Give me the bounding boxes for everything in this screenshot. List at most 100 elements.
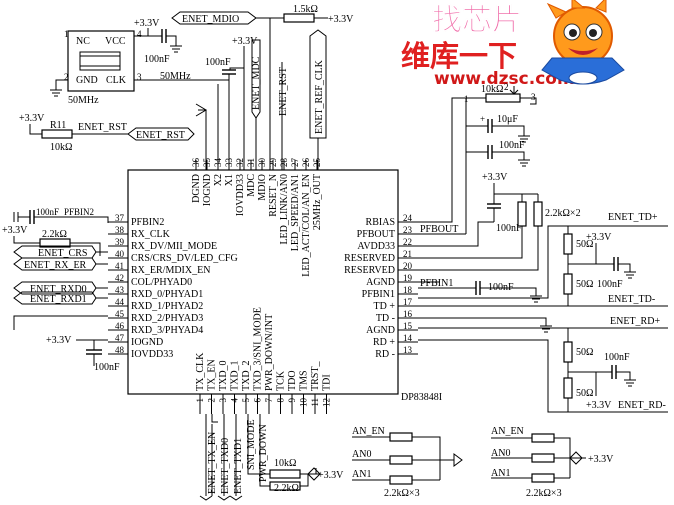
r11-net: ENET_RST: [78, 122, 127, 133]
left-pin-label: RX_ER/MDIX_EN: [131, 265, 210, 276]
strap-network-right: AN_EN AN0 AN1 +3.3V 2.2kΩ×3: [491, 426, 614, 499]
bottom-pin-number: 7: [264, 398, 274, 403]
cap-100nf-pot: 100nF: [499, 140, 525, 151]
right-pin-label: TD -: [376, 313, 395, 324]
left-pin-label: COL/PHYAD0: [131, 277, 192, 288]
net-enet-td-minus: ENET_TD-: [608, 294, 655, 305]
strap-rail: +3.3V: [588, 454, 614, 465]
bottom-pin-number: 4: [230, 398, 240, 403]
rd-rail: +3.3V: [586, 400, 612, 411]
watermark-url: www.dzsc.com: [434, 69, 575, 89]
right-pin-number: 20: [403, 261, 413, 271]
r-pd1: 10kΩ: [274, 458, 296, 469]
watermark-brand: 找芯片: [432, 3, 522, 38]
left-pin-label: RXD_1/PHYAD2: [131, 301, 203, 312]
left-pin-label: RXD_2/PHYAD3: [131, 313, 203, 324]
iovdd33-cap: 100nF: [94, 362, 120, 373]
pot-pin2: 2: [504, 82, 509, 92]
top-pins: 36DGND35IOGND34X233X132IOVDD3331MDC30MDI…: [191, 158, 323, 277]
top-pin-number: 28: [279, 158, 289, 168]
strap-r-right: 2.2kΩ×3: [526, 488, 562, 499]
strap-network-left: AN_EN AN0 AN1 2.2kΩ×3: [352, 426, 463, 499]
bottom-pin-label: TXD_0: [218, 360, 229, 391]
top-pin-label: RESET_N: [268, 174, 279, 217]
right-pin-number: 15: [403, 321, 413, 331]
pot-pin3: 3: [531, 92, 536, 102]
top-pin-number: 27: [290, 158, 300, 168]
top-pin-number: 31: [246, 158, 256, 167]
bottom-pin-label: TXD_3/SNI_MODE: [253, 307, 264, 391]
bottom-pin-number: 12: [322, 398, 332, 407]
bottom-pin-label: TX_EN: [207, 359, 218, 391]
top-pin-label: IOVDD33: [235, 174, 246, 216]
top-nets: ENET_MDIO 1.5kΩ +3.3V +3.3V 100nF ENET_M…: [171, 4, 354, 170]
right-pin-number: 18: [403, 285, 413, 295]
net-enet-rx-er: ENET_RX_ER: [24, 260, 87, 271]
net-pfbin2: PFBIN2: [64, 207, 94, 217]
left-pin-label: CRS/CRS_DV/LED_CFG: [131, 253, 238, 264]
top-pin-number: 26: [301, 158, 311, 168]
bottom-pin-label: TX_CLK: [195, 352, 206, 391]
top-pin-label: LED_LINK/AN0: [279, 174, 290, 245]
net-enet-rxd0: ENET_RXD0: [30, 284, 87, 295]
net-enet-rst: ENET_RST: [136, 130, 185, 141]
right-pin-number: 21: [403, 249, 412, 259]
net-enet-mdc: ENET_MDC: [251, 56, 262, 110]
bottom-pin-number: 3: [218, 398, 228, 403]
top-pin-number: 33: [224, 158, 234, 168]
bottom-pin-number: 6: [253, 398, 263, 403]
bottom-pin-label: TMS: [299, 370, 310, 391]
net-enet-rd-plus: ENET_RD+: [610, 316, 660, 327]
top-pin-label: X2: [213, 174, 224, 186]
osc-clk: CLK: [106, 75, 127, 86]
net-enet-ref-clk-label: ENET_REF_CLK: [309, 29, 327, 170]
left-pin-label: RX_DV/MII_MODE: [131, 241, 217, 252]
right-pin-label: PFBOUT: [357, 229, 395, 240]
net-enet-rxd1: ENET_RXD1: [30, 294, 87, 305]
mascot-icon: [541, 0, 625, 85]
bottom-pin-number: 11: [310, 398, 320, 407]
top-pin-label: LED_SPEED/AN1: [290, 174, 301, 251]
bottom-pin-number: 5: [241, 398, 251, 403]
right-pin-number: 23: [403, 225, 413, 235]
bottom-pin-number: 8: [276, 398, 286, 403]
top-pin-label: MDIO: [257, 174, 268, 201]
left-pin-number: 37: [115, 213, 125, 223]
left-pin-label: RX_CLK: [131, 229, 171, 240]
strap-an-en: AN_EN: [352, 426, 385, 437]
left-pin-number: 41: [115, 261, 124, 271]
osc-pin3: 3: [137, 72, 142, 82]
r-pd2: 2.2kΩ: [274, 483, 299, 494]
left-pin-number: 48: [115, 345, 125, 355]
net-enet-mdio: ENET_MDIO: [182, 14, 239, 25]
right-pin-number: 13: [403, 345, 413, 355]
osc-freq-out: 50MHz: [160, 71, 191, 82]
top-pin-number: 30: [257, 158, 267, 168]
left-pin-label: RXD_0/PHYAD1: [131, 289, 203, 300]
left-pin-number: 40: [115, 249, 125, 259]
strap-r-left: 2.2kΩ×3: [384, 488, 420, 499]
bottom-pin-label: TXD_1: [230, 360, 241, 391]
iovdd-rail: +3.3V: [232, 36, 258, 47]
left-pin-number: 43: [115, 285, 125, 295]
right-pins: 24RBIAS23PFBOUT22AVDD3321RESERVED20RESER…: [344, 213, 418, 360]
right-pin-number: 22: [403, 237, 412, 247]
r-pair: 2.2kΩ×2: [545, 208, 581, 219]
bottom-pin-number: 2: [207, 398, 217, 403]
iovdd-cap: 100nF: [205, 57, 231, 68]
bottom-pin-number: 1: [195, 398, 205, 403]
left-pin-label: IOVDD33: [131, 349, 173, 360]
r50-rd2: 50Ω: [576, 388, 593, 399]
right-pin-label: RESERVED: [344, 253, 395, 264]
bottom-pins: 1TX_CLK2TX_EN3TXD_04TXD_15TXD_26TXD_3/SN…: [195, 307, 333, 414]
right-pin-number: 24: [403, 213, 413, 223]
right-pin-number: 17: [403, 297, 413, 307]
td-rail: +3.3V: [586, 232, 612, 243]
osc-pin2: 2: [64, 72, 69, 82]
td-cap: 100nF: [597, 279, 623, 290]
osc-vcc-rail: +3.3V: [134, 18, 160, 29]
net-enet-txd0: ENET_TXD0: [220, 438, 231, 494]
cap-10uf: 10μF: [497, 114, 518, 125]
left-pin-label: IOGND: [131, 337, 163, 348]
